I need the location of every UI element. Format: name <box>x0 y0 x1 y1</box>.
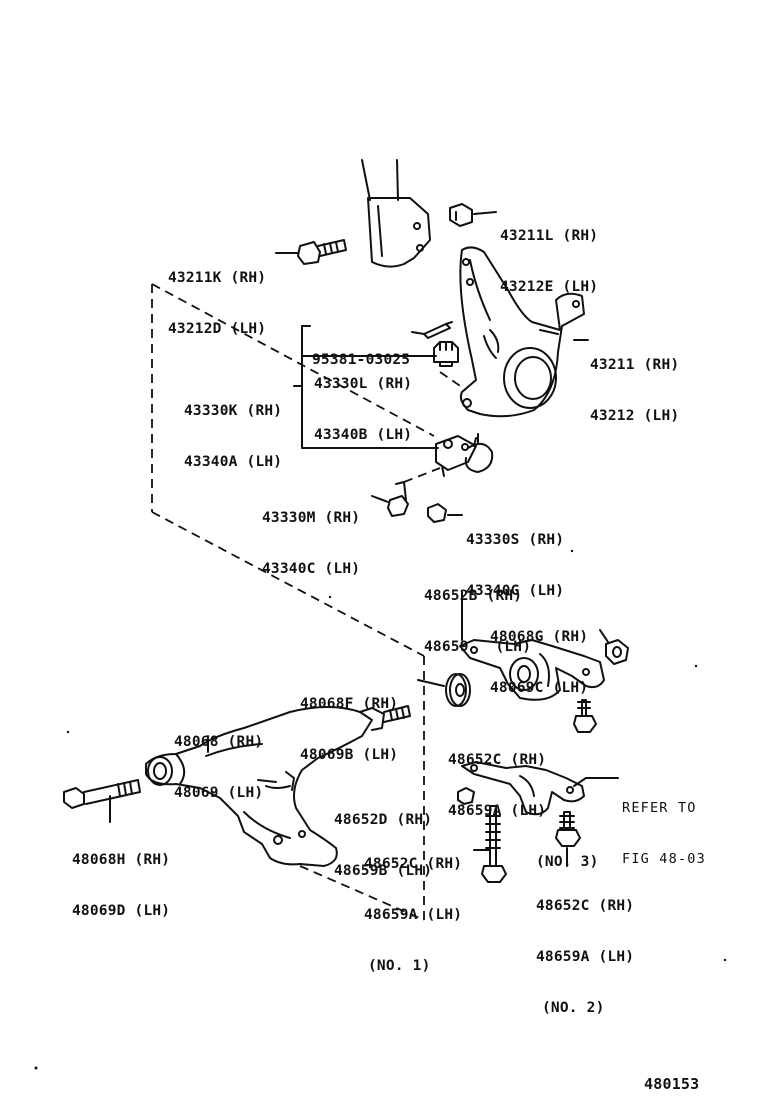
label-43330L-rh: 43330L (RH) <box>314 376 413 392</box>
label-43330S-lh: 43340G (LH) <box>466 583 565 599</box>
label-43330K: 43330K (RH) 43340A (LH) <box>184 369 282 488</box>
label-43211L: 43211L (RH) 43212E (LH) <box>500 194 598 313</box>
label-48652C-no2-lh: 48659A (LH) <box>536 949 635 965</box>
nut-48068G-drawing <box>599 629 629 665</box>
label-48652C-no2-num: (NO. 2) <box>542 1000 605 1016</box>
label-48652D-lh: 48659B (LH) <box>334 863 433 879</box>
label-refer-line2: FIG 48-03 <box>622 851 706 867</box>
label-48652C-no1-lh: 48659A (LH) <box>364 907 463 923</box>
label-48652D: 48652D (RH) 48659B (LH) <box>334 778 432 897</box>
label-48068H: 48068H (RH) 48069D (LH) <box>72 818 170 937</box>
label-95381: 95381-03025 <box>312 318 410 386</box>
label-95381-part: 95381-03025 <box>312 352 411 368</box>
ball-joint-drawing <box>435 433 494 477</box>
cotter-pin-drawing <box>423 321 453 339</box>
label-43330K-rh: 43330K (RH) <box>184 403 283 419</box>
castle-nut-drawing <box>433 341 459 367</box>
bolt-48068H-drawing <box>63 779 141 823</box>
label-refer-line1: REFER TO <box>622 800 697 816</box>
label-48068F-rh: 48068F (RH) <box>300 696 399 712</box>
label-48652C-no3: 48652C (RH) 48659A (LH) (NO. 3) <box>448 718 599 888</box>
label-48652C-no3-num: (NO. 3) <box>536 854 599 870</box>
label-48068G-rh: 48068G (RH) <box>490 629 589 645</box>
label-43211K-lh: 43212D (LH) <box>168 321 267 337</box>
label-48068H-lh: 48069D (LH) <box>72 903 171 919</box>
label-43330L: 43330L (RH) 43340B (LH) <box>314 342 412 461</box>
washer-drawing <box>417 673 471 707</box>
leader-lines <box>293 325 439 449</box>
label-43330L-lh: 43340B (LH) <box>314 427 413 443</box>
label-48068-rh: 48068 (RH) <box>174 734 264 750</box>
label-48068G-lh: 48069C (LH) <box>490 680 589 696</box>
label-48068: 48068 (RH) 48069 (LH) <box>174 700 263 819</box>
bolt-no2-drawing <box>555 811 581 867</box>
label-48652C-no1-num: (NO. 1) <box>368 958 431 974</box>
bolt-no3-drawing <box>573 699 597 733</box>
label-48652C-no1-rh: 48652C (RH) <box>364 856 463 872</box>
front-bracket-drawing <box>461 761 619 816</box>
label-43211L-lh: 43212E (LH) <box>500 279 599 295</box>
label-48652B-rh: 48652B (RH) <box>424 588 523 604</box>
label-48652C-no2-rh: 48652C (RH) <box>536 898 635 914</box>
nut-43211L-drawing <box>449 203 497 227</box>
nut-43330S-drawing <box>427 503 463 523</box>
bolt-no1-drawing <box>473 805 507 883</box>
bolt-43211K-drawing <box>275 239 347 265</box>
label-48652B: 48652B (RH) 48659 (LH) <box>424 554 531 673</box>
label-43330S: 43330S (RH) 43340G (LH) <box>466 498 564 617</box>
lower-arm-drawing <box>145 705 411 867</box>
label-43330M-lh: 43340C (LH) <box>262 561 361 577</box>
label-refer-to: REFER TO FIG 48-03 <box>622 766 706 885</box>
label-48068F-lh: 48069B (LH) <box>300 747 399 763</box>
label-48068G: 48068G (RH) 48069C (LH) <box>490 595 588 714</box>
label-48652B-lh: 48659 (LH) <box>424 639 532 655</box>
label-48068F: 48068F (RH) 48069B (LH) <box>300 662 398 781</box>
label-43211K-rh: 43211K (RH) <box>168 270 267 286</box>
label-43330M-rh: 43330M (RH) <box>262 510 361 526</box>
knuckle-drawing <box>459 246 589 418</box>
label-43211-rh: 43211 (RH) <box>590 357 680 373</box>
label-48652C-no1: 48652C (RH) 48659A (LH) (NO. 1) <box>364 822 462 992</box>
label-43211K: 43211K (RH) 43212D (LH) <box>168 236 266 355</box>
label-48652C-no2: 48652C (RH) 48659A (LH) (NO. 2) <box>536 864 634 1034</box>
strut-drawing <box>361 159 431 268</box>
label-48068-lh: 48069 (LH) <box>174 785 264 801</box>
nut-48652D-drawing <box>457 787 475 805</box>
label-43330S-rh: 43330S (RH) <box>466 532 565 548</box>
label-48652D-rh: 48652D (RH) <box>334 812 433 828</box>
label-43330M: 43330M (RH) 43340C (LH) <box>262 476 360 595</box>
label-48068H-rh: 48068H (RH) <box>72 852 171 868</box>
bushing-bracket-drawing <box>459 591 605 701</box>
label-43330K-lh: 43340A (LH) <box>184 454 283 470</box>
label-43211: 43211 (RH) 43212 (LH) <box>590 323 679 442</box>
diagram-id: 480153 <box>644 1075 700 1093</box>
speckle-dots <box>34 549 727 1070</box>
label-43211L-rh: 43211L (RH) <box>500 228 599 244</box>
dashed-guide-lines <box>151 283 467 921</box>
label-48652C-no3-rh: 48652C (RH) <box>448 752 547 768</box>
label-43211-lh: 43212 (LH) <box>590 408 680 424</box>
label-48652C-no3-lh: 48659A (LH) <box>448 803 547 819</box>
bolt-43330M-drawing <box>371 481 409 517</box>
